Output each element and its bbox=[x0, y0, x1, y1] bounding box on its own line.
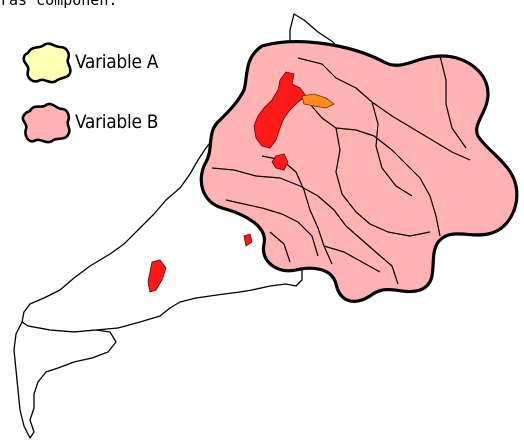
yellow-blob-icon bbox=[22, 42, 72, 84]
pink-blob-icon bbox=[21, 102, 71, 144]
red-area-main bbox=[253, 71, 307, 149]
legend-label-variable-b: Variable B bbox=[75, 111, 159, 133]
red-area-dot bbox=[243, 233, 253, 247]
region-outline bbox=[13, 321, 117, 439]
red-area-west bbox=[147, 259, 167, 293]
red-area-small bbox=[271, 153, 289, 171]
orange-area bbox=[301, 93, 335, 109]
legend-item-variable-b: Variable B bbox=[18, 100, 159, 144]
legend-label-variable-a: Variable A bbox=[75, 51, 159, 73]
top-caption: ras componen: bbox=[0, 0, 118, 9]
legend-item-variable-a: Variable A bbox=[18, 40, 158, 84]
